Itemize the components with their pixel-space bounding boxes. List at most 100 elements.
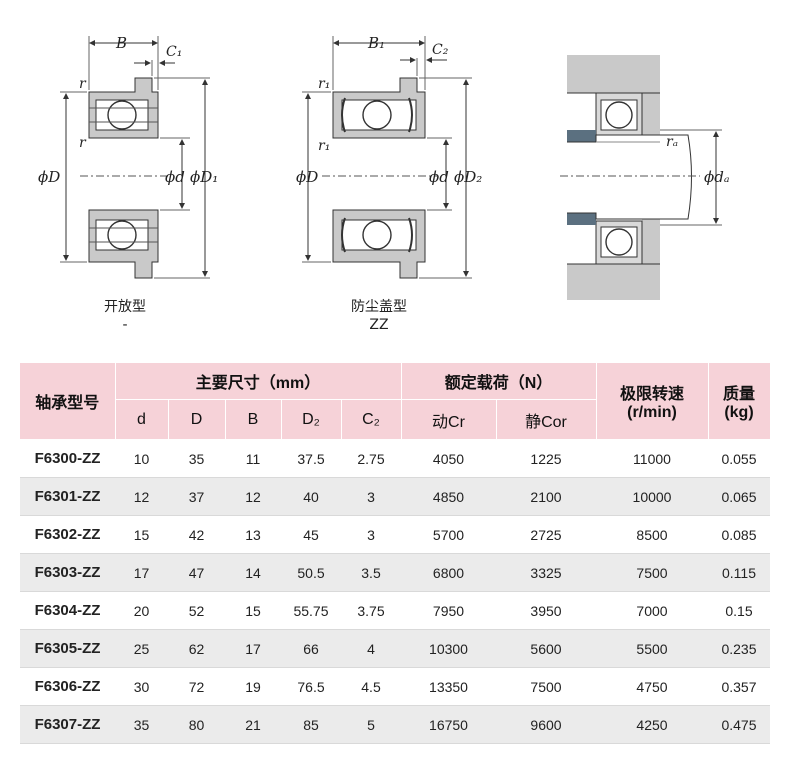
ball-upper [362, 100, 392, 130]
cell-C2: 5 [341, 705, 401, 744]
label-r1-mid: r₁ [318, 138, 330, 154]
cell-C2: 4.5 [341, 667, 401, 706]
header-dynamic-cr: 动Cr [401, 399, 497, 440]
table-row: F6302-ZZ 15 42 13 45 3 5700 2725 8500 0.… [20, 515, 770, 554]
cell-mass: 0.15 [708, 591, 770, 630]
label-phid: ϕd [429, 168, 449, 186]
table-row: F6307-ZZ 35 80 21 85 5 16750 9600 4250 0… [20, 705, 770, 744]
cell-D: 42 [168, 515, 225, 554]
table-row: F6304-ZZ 20 52 15 55.75 3.75 7950 3950 7… [20, 591, 770, 630]
cell-mass: 0.475 [708, 705, 770, 744]
header-main-dimensions: 主要尺寸（mm） [115, 363, 402, 400]
cell-D2: 66 [281, 629, 341, 668]
cell-d: 35 [115, 705, 168, 744]
cell-D2: 50.5 [281, 553, 341, 592]
bearing-diagrams: B C₁ r r ϕD ϕd ϕD₁ [0, 0, 790, 350]
cell-speed: 7000 [596, 591, 708, 630]
ball-lower [107, 220, 137, 250]
cell-cor: 9600 [496, 705, 596, 744]
cell-model: F6302-ZZ [20, 515, 115, 554]
header-static-cor: 静Cor [496, 399, 597, 440]
cell-cor: 3325 [496, 553, 596, 592]
cell-cr: 4050 [401, 439, 496, 478]
cell-cr: 6800 [401, 553, 496, 592]
cell-D: 47 [168, 553, 225, 592]
cell-cr: 10300 [401, 629, 496, 668]
cell-D: 52 [168, 591, 225, 630]
cell-mass: 0.235 [708, 629, 770, 668]
mounting-diagram [560, 55, 722, 300]
cell-d: 10 [115, 439, 168, 478]
cell-C2: 3.5 [341, 553, 401, 592]
cell-d: 20 [115, 591, 168, 630]
cell-model: F6301-ZZ [20, 477, 115, 516]
label-phiD: ϕD [296, 168, 318, 186]
ball-upper [107, 100, 137, 130]
cell-mass: 0.055 [708, 439, 770, 478]
header-C2: C₂ [341, 399, 402, 440]
cell-D2: 85 [281, 705, 341, 744]
cell-mass: 0.115 [708, 553, 770, 592]
cell-model: F6306-ZZ [20, 667, 115, 706]
cell-cr: 4850 [401, 477, 496, 516]
cell-B: 11 [225, 439, 281, 478]
cell-C2: 3 [341, 515, 401, 554]
cell-model: F6303-ZZ [20, 553, 115, 592]
header-rated-load: 额定载荷（N） [401, 363, 597, 400]
header-speed-limit-unit: (r/min) [627, 404, 677, 421]
cell-B: 19 [225, 667, 281, 706]
label-phida: ϕdₐ [704, 168, 729, 186]
cell-B: 13 [225, 515, 281, 554]
cell-D2: 45 [281, 515, 341, 554]
open-type-caption: 开放型 - [65, 298, 185, 334]
diagram-canvas: B C₁ r r ϕD ϕd ϕD₁ [38, 34, 729, 300]
cell-cor: 7500 [496, 667, 596, 706]
cell-speed: 10000 [596, 477, 708, 516]
label-phiD1: ϕD₁ [190, 168, 218, 186]
cell-D: 72 [168, 667, 225, 706]
ball-lower [362, 220, 392, 250]
table-row: F6305-ZZ 25 62 17 66 4 10300 5600 5500 0… [20, 629, 770, 668]
cell-B: 21 [225, 705, 281, 744]
cell-speed: 4250 [596, 705, 708, 744]
cell-D: 62 [168, 629, 225, 668]
cell-D: 80 [168, 705, 225, 744]
cell-d: 17 [115, 553, 168, 592]
shielded-type-diagram [302, 36, 472, 279]
shielded-type-caption: 防尘盖型 ZZ [319, 298, 439, 334]
open-type-code: - [122, 317, 128, 333]
table-row: F6306-ZZ 30 72 19 76.5 4.5 13350 7500 47… [20, 667, 770, 706]
cell-mass: 0.085 [708, 515, 770, 554]
cell-cr: 7950 [401, 591, 496, 630]
cell-speed: 7500 [596, 553, 708, 592]
cell-model: F6300-ZZ [20, 439, 115, 478]
cell-B: 15 [225, 591, 281, 630]
cell-speed: 4750 [596, 667, 708, 706]
cell-D: 37 [168, 477, 225, 516]
shielded-type-name: 防尘盖型 [351, 299, 407, 315]
cell-d: 30 [115, 667, 168, 706]
cell-D2: 37.5 [281, 439, 341, 478]
label-ra: rₐ [666, 134, 678, 150]
label-r1-top: r₁ [318, 76, 330, 92]
header-D: D [168, 399, 226, 440]
cell-B: 17 [225, 629, 281, 668]
cell-speed: 8500 [596, 515, 708, 554]
open-type-name: 开放型 [104, 299, 146, 315]
header-speed-limit: 极限转速 (r/min) [596, 363, 709, 440]
cell-B: 12 [225, 477, 281, 516]
cell-d: 12 [115, 477, 168, 516]
cell-D2: 55.75 [281, 591, 341, 630]
cell-D2: 40 [281, 477, 341, 516]
cell-model: F6304-ZZ [20, 591, 115, 630]
cell-d: 15 [115, 515, 168, 554]
cell-mass: 0.357 [708, 667, 770, 706]
cell-cor: 5600 [496, 629, 596, 668]
shielded-type-code: ZZ [369, 317, 389, 333]
header-B: B [225, 399, 282, 440]
label-r-mid: r [79, 135, 87, 151]
header-model: 轴承型号 [20, 363, 116, 440]
cell-C2: 3.75 [341, 591, 401, 630]
cell-cor: 1225 [496, 439, 596, 478]
cell-C2: 2.75 [341, 439, 401, 478]
